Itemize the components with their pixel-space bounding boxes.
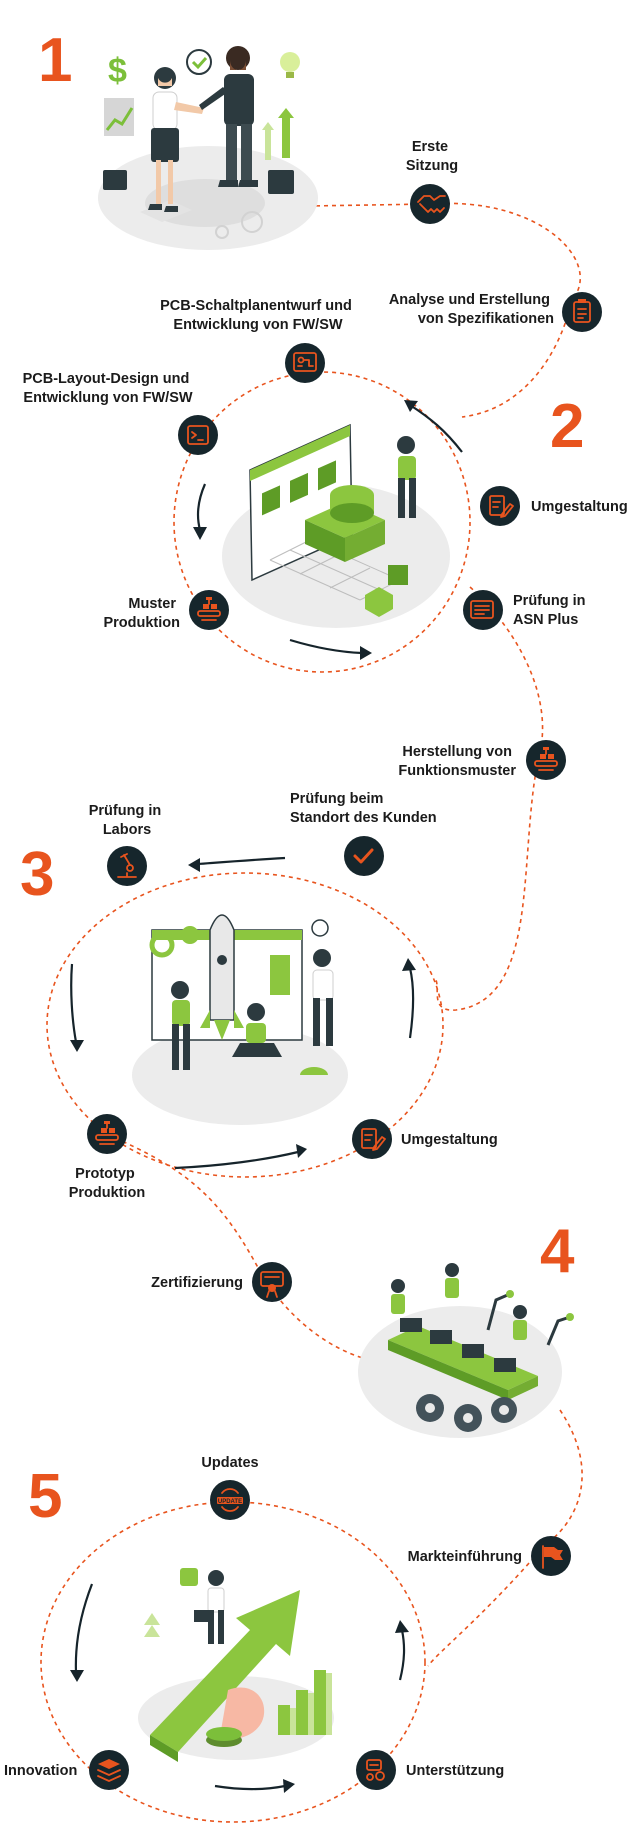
- arrow-phase3-right: [402, 958, 416, 1039]
- phase-number-3: 3: [20, 840, 54, 909]
- arrow-phase5-right: [395, 1620, 409, 1681]
- node-innovation[interactable]: [89, 1750, 129, 1790]
- node-schaltplan[interactable]: [285, 343, 325, 383]
- handshake-icon: [417, 195, 446, 213]
- support-gears-icon: [366, 1759, 385, 1781]
- arrow-phase2-top: [404, 400, 463, 453]
- label-prototyp: Prototyp Produktion: [69, 1166, 146, 1201]
- label-unterstuetzung: Unterstützung: [406, 1763, 504, 1779]
- phase-number-5: 5: [28, 1462, 62, 1531]
- label-erste-sitzung: Erste Sitzung: [406, 139, 458, 174]
- arrow-phase2-left: [193, 483, 207, 540]
- document-pencil-icon: [489, 495, 514, 518]
- illustration-meeting: $: [98, 46, 318, 250]
- roadmap-path: [40, 202, 583, 1823]
- node-funktionsmuster[interactable]: [526, 740, 566, 780]
- label-zertifizierung: Zertifizierung: [151, 1275, 243, 1291]
- illustration-testing: [132, 914, 348, 1125]
- label-pruefung-kunde: Prüfung beim Standort des Kunden: [290, 791, 437, 826]
- arrow-phase5-left: [70, 1583, 94, 1682]
- label-innovation: Innovation: [4, 1763, 77, 1779]
- illustration-factory: [358, 1263, 574, 1438]
- label-funktionsmuster: Herstellung von Funktionsmuster: [398, 744, 516, 779]
- illustration-design: [222, 423, 450, 628]
- arrow-phase3-top: [188, 856, 286, 872]
- update-badge-text: UPDATE: [218, 1499, 242, 1505]
- terminal-icon: [187, 425, 209, 445]
- flag-icon: [542, 1545, 563, 1569]
- node-pruefung-labors[interactable]: [107, 846, 147, 886]
- node-prototyp[interactable]: [87, 1114, 127, 1154]
- production-line-icon: [197, 597, 221, 621]
- label-analyse: Analyse und Erstellung von Spezifikation…: [389, 292, 554, 327]
- label-umgestaltung-3: Umgestaltung: [401, 1132, 498, 1148]
- node-muster[interactable]: [189, 590, 229, 630]
- phase-number-4: 4: [540, 1217, 575, 1286]
- label-updates: Updates: [201, 1455, 258, 1471]
- label-pruefung-asn: Prüfung in ASN Plus: [513, 593, 590, 628]
- arrow-phase2-bottom: [289, 638, 372, 660]
- node-umgestaltung-2[interactable]: [480, 486, 520, 526]
- node-markteinfuehrung[interactable]: [531, 1536, 571, 1576]
- node-zertifizierung[interactable]: [252, 1262, 292, 1302]
- phase-number-2: 2: [550, 392, 584, 461]
- node-pruefung-asn[interactable]: [463, 590, 503, 630]
- illustration-growth: [138, 1568, 334, 1762]
- update-badge-icon: UPDATE: [217, 1488, 243, 1512]
- microscope-icon: [117, 853, 137, 878]
- circuit-board-icon: [293, 352, 317, 372]
- node-unterstuetzung[interactable]: [356, 1750, 396, 1790]
- node-analyse[interactable]: [562, 292, 602, 332]
- node-umgestaltung-3[interactable]: [352, 1119, 392, 1159]
- phase-number-1: 1: [38, 26, 72, 95]
- checkmark-icon: [353, 848, 374, 864]
- label-markteinfuehrung: Markteinführung: [408, 1549, 522, 1565]
- certificate-icon: [260, 1271, 284, 1298]
- clipboard-icon: [573, 299, 591, 323]
- svg-text:$: $: [108, 52, 127, 90]
- label-muster: Muster Produktion: [103, 596, 180, 631]
- document-pencil-icon: [361, 1128, 386, 1151]
- node-layout[interactable]: [178, 415, 218, 455]
- label-layout: PCB-Layout-Design und Entwicklung von FW…: [23, 371, 194, 406]
- inspection-list-icon: [470, 600, 494, 619]
- label-umgestaltung-2: Umgestaltung: [531, 499, 628, 515]
- node-pruefung-kunde[interactable]: [344, 836, 384, 876]
- production-line-icon: [534, 747, 558, 771]
- production-line-icon: [95, 1121, 119, 1145]
- node-erste-sitzung[interactable]: [410, 184, 450, 224]
- arrow-phase3-left: [70, 963, 84, 1052]
- label-pruefung-labors: Prüfung in Labors: [89, 803, 166, 838]
- arrow-phase5-bottom: [214, 1779, 295, 1793]
- label-schaltplan: PCB-Schaltplanentwurf und Entwicklung vo…: [160, 298, 356, 333]
- node-updates[interactable]: UPDATE: [210, 1480, 250, 1520]
- cycle-arrows: [70, 400, 463, 1793]
- arrow-phase3-bottom: [174, 1144, 307, 1170]
- layers-icon: [97, 1759, 121, 1782]
